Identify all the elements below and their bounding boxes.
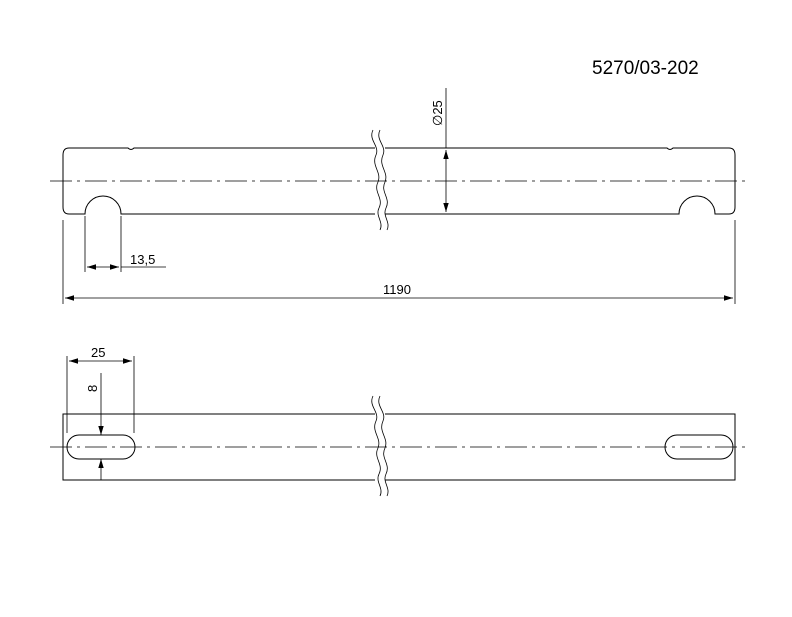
break-line: [378, 395, 389, 497]
part-number: 5270/03-202: [592, 58, 699, 79]
diameter-label: ∅25: [430, 100, 445, 126]
top-view: ∅25 13,5 1190: [50, 88, 748, 304]
diameter-symbol: ∅: [430, 115, 445, 126]
shaft-top-left-outline: [62, 147, 375, 215]
break-line: [371, 395, 382, 497]
shaft-top-right-outline: [385, 147, 736, 215]
slot-width-label: 8: [85, 385, 100, 392]
notch-label: 13,5: [130, 252, 155, 267]
break-line: [371, 129, 382, 231]
slot-length-label: 25: [91, 345, 105, 360]
break-line: [378, 129, 389, 231]
diameter-value: 25: [430, 100, 445, 114]
slot-right: [664, 434, 734, 460]
bottom-view: 25 8: [50, 345, 748, 497]
length-label: 1190: [383, 282, 411, 297]
